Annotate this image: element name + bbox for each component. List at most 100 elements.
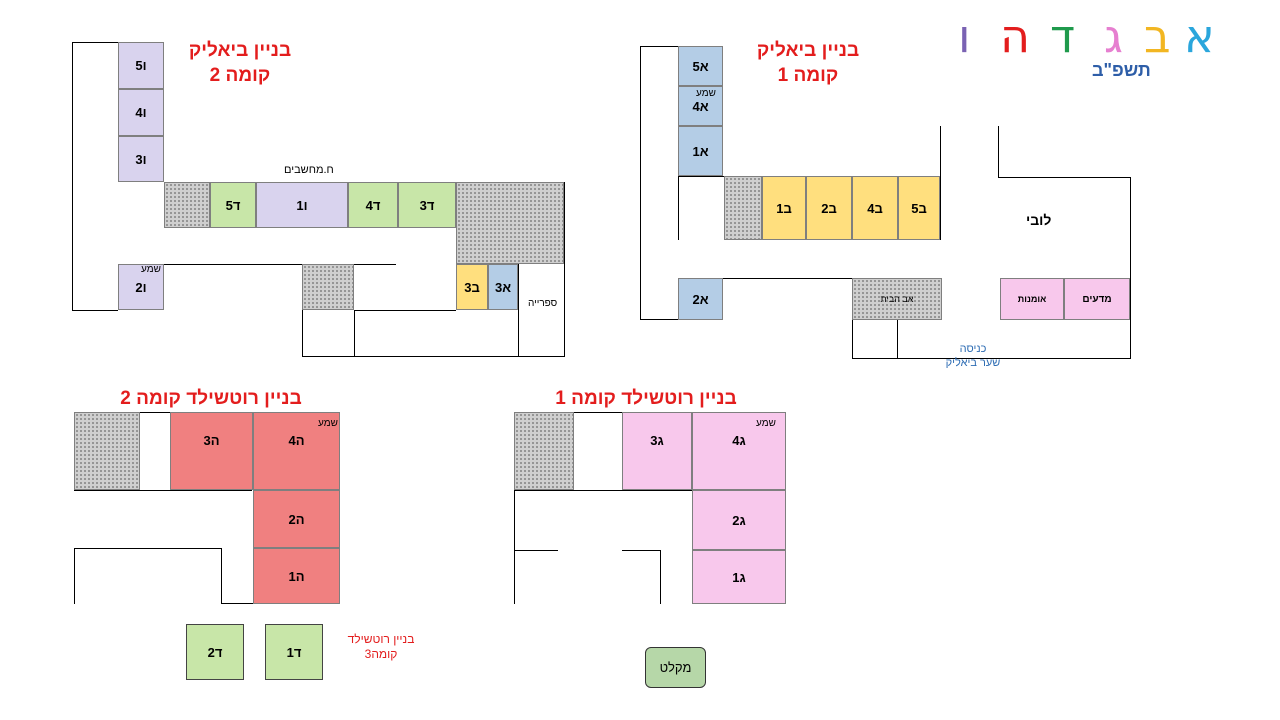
counselor-label: שמע (141, 264, 161, 275)
entrance-label: כניסה שער ביאליק (930, 342, 1016, 370)
room-b1[interactable]: ב1 (762, 176, 806, 240)
legend-letter-bet: ב (1144, 9, 1171, 63)
room-d1[interactable]: ד1 (265, 624, 323, 680)
stairwell (514, 412, 574, 490)
wall (221, 603, 253, 604)
rothschild-floor3-title-line1: בניין רוטשילד (347, 632, 415, 646)
rothschild-floor3-title-line2: קומה3 (364, 647, 398, 661)
wall (852, 358, 1130, 359)
wall (640, 46, 678, 47)
counselor-label: שמע (318, 418, 338, 429)
room-b2[interactable]: ב2 (806, 176, 852, 240)
room-g1[interactable]: ג1 (692, 550, 786, 604)
room-b4[interactable]: ב4 (852, 176, 898, 240)
rothschild-floor1-title: בניין רוטשילד קומה 1 (555, 388, 737, 409)
room-v5[interactable]: ו5 (118, 42, 164, 89)
legend-letter-gimel: ג (1104, 9, 1123, 63)
library-label: ספרייה (528, 298, 558, 309)
bialik-floor2-title-line1: בניין ביאליק (188, 40, 292, 61)
wall (998, 126, 999, 178)
room-a4[interactable]: א4 (678, 86, 723, 126)
entrance-line2: שער ביאליק (945, 357, 1001, 369)
room-g3[interactable]: ג3 (622, 412, 692, 490)
wall (897, 320, 898, 358)
wall (74, 548, 75, 604)
entrance-line1: כניסה (959, 343, 987, 355)
bialik-floor2-title-line2: קומה 2 (209, 65, 271, 86)
rothschild-floor3-title: בניין רוטשילד קומה3 (336, 632, 426, 662)
room-h1[interactable]: ה1 (253, 548, 340, 604)
stairwell (456, 182, 564, 264)
legend-letter-vav: ו (958, 9, 971, 63)
room-science[interactable]: מדעים (1064, 278, 1130, 320)
stairwell (724, 176, 762, 240)
wall (514, 550, 558, 551)
stairwell (302, 264, 354, 310)
school-year: תשפ"ב (1092, 60, 1151, 80)
wall (940, 126, 941, 240)
wall (564, 182, 565, 357)
room-h2[interactable]: ה2 (253, 490, 340, 548)
wall (302, 356, 564, 357)
wall (72, 42, 73, 310)
bialik-floor2-title: בניין ביאליק קומה 2 (160, 38, 320, 88)
wall (74, 490, 252, 491)
shelter-room[interactable]: מקלט (645, 647, 706, 688)
wall (354, 310, 355, 356)
room-h4[interactable]: ה4 (253, 412, 340, 490)
room-b5[interactable]: ב5 (898, 176, 940, 240)
wall (514, 490, 692, 491)
wall (998, 177, 1130, 178)
wall (640, 319, 678, 320)
caretaker-room[interactable]: אב הבית (852, 278, 942, 320)
arts-label: אומנות (1017, 294, 1047, 304)
caretaker-label: אב הבית (880, 294, 914, 304)
room-v2[interactable]: ו2 (118, 264, 164, 310)
legend-letter-alef: א (1184, 9, 1215, 63)
wall (1130, 177, 1131, 359)
room-d4[interactable]: ד4 (348, 182, 398, 228)
room-d2[interactable]: ד2 (186, 624, 244, 680)
rothschild-floor2-title: בניין רוטשילד קומה 2 (120, 388, 302, 409)
counselor-label: שמע (756, 418, 776, 429)
wall (72, 42, 118, 43)
room-g2[interactable]: ג2 (692, 490, 786, 550)
room-a2[interactable]: א2 (678, 278, 723, 320)
color-legend: א ב ג ד ה ו תשפ"ב (940, 0, 1240, 90)
bialik-floor1-title-line2: קומה 1 (777, 65, 839, 86)
wall (678, 176, 724, 177)
room-g4[interactable]: ג4 (692, 412, 786, 490)
wall (221, 548, 222, 604)
stairwell (74, 412, 140, 490)
room-a5[interactable]: א5 (678, 46, 723, 86)
room-a3[interactable]: א3 (488, 264, 518, 310)
wall (354, 310, 456, 311)
room-v4[interactable]: ו4 (118, 89, 164, 136)
wall (518, 264, 519, 357)
wall (514, 412, 515, 604)
wall (302, 264, 303, 357)
room-h3[interactable]: ה3 (170, 412, 253, 490)
room-v1[interactable]: ו1 (256, 182, 348, 228)
counselor-label: שמע (696, 88, 716, 99)
science-label: מדעים (1082, 293, 1112, 305)
stairwell (164, 182, 210, 228)
bialik-floor1-title-line1: בניין ביאליק (756, 40, 860, 61)
legend-letter-dalet: ד (1050, 9, 1076, 63)
room-a1[interactable]: א1 (678, 126, 723, 176)
room-d3[interactable]: ד3 (398, 182, 456, 228)
bialik-floor1-title: בניין ביאליק קומה 1 (728, 38, 888, 88)
legend-letter-he: ה (1000, 9, 1031, 63)
wall (660, 550, 661, 604)
room-arts[interactable]: אומנות (1000, 278, 1064, 320)
room-b3[interactable]: ב3 (456, 264, 488, 310)
wall (640, 46, 641, 320)
room-d5[interactable]: ד5 (210, 182, 256, 228)
wall (622, 550, 660, 551)
wall (72, 310, 118, 311)
wall (678, 278, 940, 279)
wall (678, 176, 679, 240)
shelter-label: מקלט (659, 660, 692, 675)
lobby-label: לובי (1026, 212, 1052, 228)
room-v3[interactable]: ו3 (118, 136, 164, 182)
